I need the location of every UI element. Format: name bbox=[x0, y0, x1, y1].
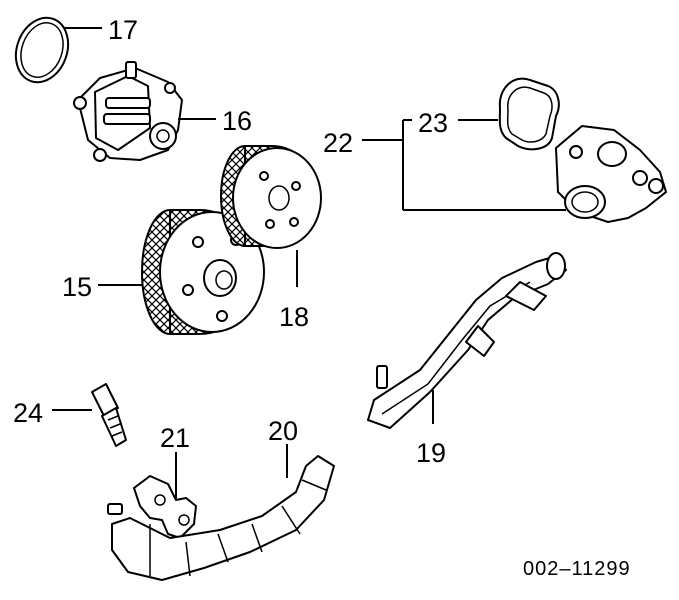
callout-15: 15 bbox=[62, 272, 92, 302]
reference-code: 002–11299 bbox=[523, 558, 631, 580]
o-ring-seal bbox=[14, 16, 70, 84]
small-pulley bbox=[220, 145, 322, 249]
callout-18: 18 bbox=[279, 302, 309, 332]
water-pump bbox=[73, 61, 183, 162]
thermostat-gasket bbox=[498, 77, 560, 151]
callout-23: 23 bbox=[418, 108, 448, 138]
coolant-hose bbox=[111, 455, 335, 581]
thermostat-housing bbox=[555, 125, 667, 223]
leader-22 bbox=[362, 119, 566, 211]
callout-17: 17 bbox=[108, 15, 138, 45]
coolant-pipe bbox=[367, 252, 567, 429]
callout-20: 20 bbox=[268, 416, 298, 446]
callout-24: 24 bbox=[13, 398, 43, 428]
callout-16: 16 bbox=[222, 106, 252, 136]
callout-21: 21 bbox=[160, 423, 190, 453]
bleed-screw bbox=[91, 383, 127, 447]
leader-lines bbox=[52, 27, 566, 500]
mounting-bracket bbox=[107, 475, 197, 539]
callout-19: 19 bbox=[416, 438, 446, 468]
callout-22: 22 bbox=[323, 128, 353, 158]
